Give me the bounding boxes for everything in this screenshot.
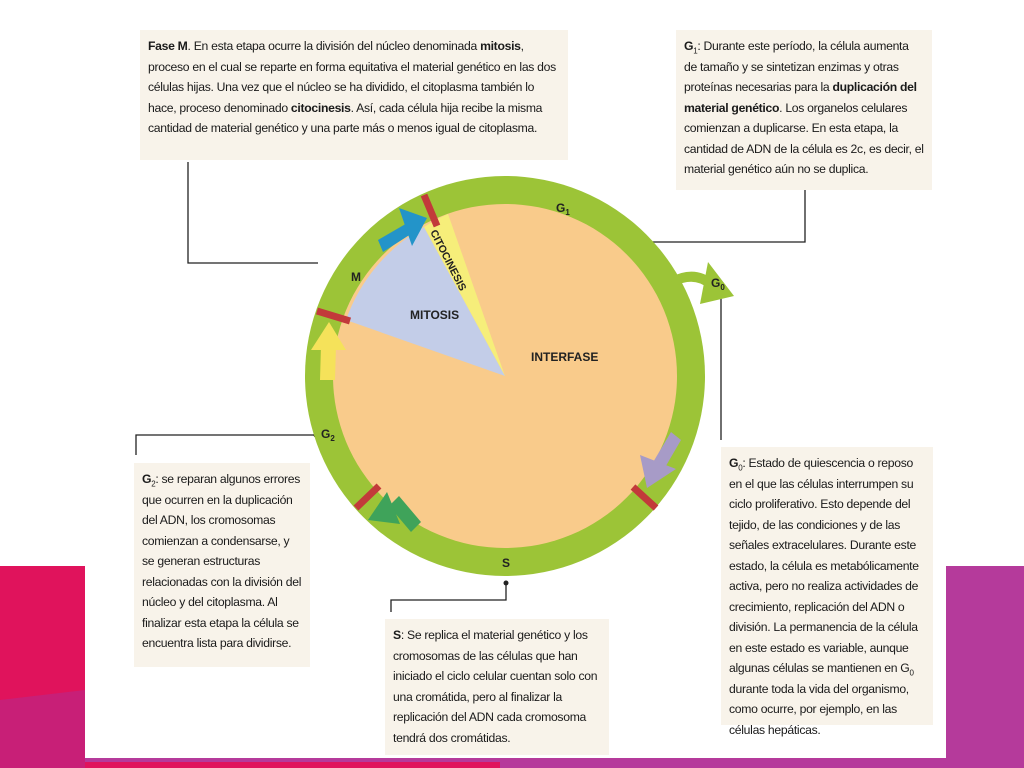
label-s: S bbox=[502, 556, 510, 570]
info-box-g0: G0: Estado de quiescencia o reposo en el… bbox=[721, 447, 933, 737]
info-box-g2: G2: se reparan algunos errores que ocurr… bbox=[134, 463, 310, 667]
label-g0: G0 bbox=[711, 276, 725, 292]
marker-m-g2 bbox=[315, 307, 352, 325]
info-box-s: S: Se replica el material genético y los… bbox=[385, 619, 609, 755]
pink-bottom-strip bbox=[85, 762, 500, 768]
label-m: M bbox=[351, 270, 361, 284]
label-interfase: INTERFASE bbox=[531, 350, 598, 364]
arrow-lilac-icon bbox=[640, 432, 681, 488]
connector-s bbox=[390, 583, 507, 612]
arrow-blue-icon bbox=[378, 208, 427, 252]
arrow-green-icon bbox=[368, 492, 421, 532]
info-box-g1: G1: Durante este período, la célula aume… bbox=[676, 30, 932, 190]
marker-citocinesis-start bbox=[420, 193, 441, 228]
g0-exit-arrow-head bbox=[700, 262, 734, 304]
mitosis-wedge bbox=[346, 227, 505, 376]
info-box-fase-m: Fase M. En esta etapa ocurre la división… bbox=[140, 30, 568, 160]
citocinesis-wedge bbox=[424, 214, 505, 376]
connector-g2 bbox=[135, 434, 316, 455]
arrow-yellow-icon bbox=[311, 322, 346, 380]
connector-g1 bbox=[627, 190, 806, 243]
magenta-corner-triangle bbox=[0, 690, 85, 768]
connector-dot-s bbox=[503, 580, 509, 586]
marker-s-g1 bbox=[630, 484, 659, 511]
label-mitosis: MITOSIS bbox=[410, 308, 459, 322]
connector-fase-m bbox=[187, 162, 318, 264]
marker-g2-s bbox=[353, 483, 382, 511]
label-g2: G2 bbox=[321, 427, 335, 443]
label-g1: G1 bbox=[556, 201, 570, 217]
purple-corner-shape bbox=[946, 566, 1024, 768]
